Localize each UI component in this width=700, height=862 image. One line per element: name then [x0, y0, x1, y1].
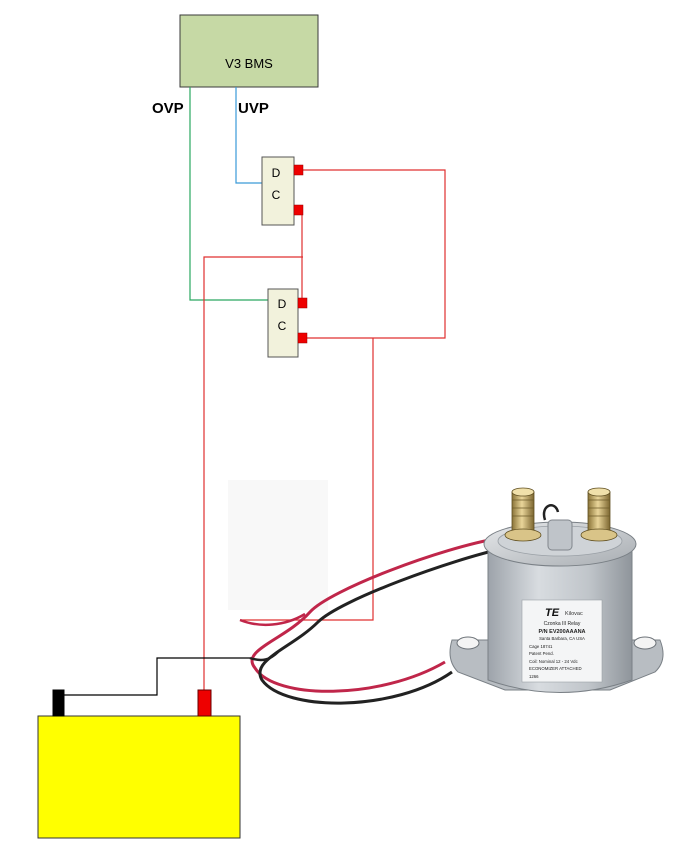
- stud-right: [580, 487, 618, 542]
- stud-left: [504, 487, 542, 542]
- relay-lower-letter-d: D: [278, 297, 287, 311]
- coil-lead-red-tail: [239, 612, 306, 626]
- photo-background: [228, 480, 328, 610]
- flange-hole-left: [456, 636, 480, 650]
- lower-relay-to-battery-positive: [203, 256, 303, 692]
- relay-lower-letter-c: C: [278, 319, 287, 333]
- contactor-brand: TE: [545, 607, 560, 619]
- contactor-line-8: 1266: [529, 674, 539, 679]
- relay-upper-terminal-bottom: [293, 204, 304, 216]
- coil-lead-red: [250, 536, 501, 693]
- contactor-line-7: ECONOMIZER ATTACHED: [529, 666, 582, 671]
- contactor: TE Kilovac Czonka III Relay P/N EV200AAA…: [228, 480, 664, 705]
- contactor-line-3: Santa Barbara, CA USA: [539, 636, 585, 641]
- relay-lower: D C: [267, 288, 308, 358]
- contactor-line-4: Cage 18741: [529, 644, 553, 649]
- battery-positive-terminal: [197, 689, 212, 717]
- relay-upper: D C: [261, 156, 304, 226]
- contactor-brand-sub: Kilovac: [565, 611, 583, 617]
- battery-body: [37, 715, 241, 839]
- battery: [37, 689, 241, 839]
- lower-relay-to-contactor-coil: [240, 338, 374, 621]
- uvp-label: UVP: [238, 100, 269, 117]
- red-control-wires: [203, 169, 446, 692]
- coil-lead-black-tail: [249, 651, 279, 662]
- relay-upper-body: [261, 156, 295, 226]
- contactor-line-5: Patent Pend.: [529, 651, 554, 656]
- contactor-label-plate: [521, 599, 603, 683]
- bms-label: V3 BMS: [225, 56, 273, 71]
- contactor-line-2: P/N EV200AAANA: [538, 629, 585, 635]
- uvp-signal-wire: [235, 87, 262, 184]
- relay-upper-terminal-top: [293, 164, 304, 176]
- relay-lower-body: [267, 288, 299, 358]
- bms-module: V3 BMS: [179, 14, 319, 88]
- contactor-line-6: Coil: Nominal 12 - 24 Vdc: [529, 659, 579, 664]
- ovp-signal-wire: [189, 87, 268, 301]
- bms-box: [179, 14, 319, 88]
- relay-lower-terminal-top: [297, 297, 308, 309]
- ovp-label: OVP: [152, 100, 184, 117]
- relay-upper-letter-d: D: [272, 166, 281, 180]
- coil-wire-loop: [542, 504, 560, 521]
- contactor-line-1: Czonka III Relay: [544, 621, 581, 627]
- upper-relay-top-to-right-loop: [302, 169, 446, 339]
- battery-negative-wire: [58, 657, 250, 696]
- relay-upper-letter-c: C: [272, 188, 281, 202]
- contactor-center-boss: [547, 519, 573, 551]
- relay-lower-terminal-bottom: [297, 332, 308, 344]
- flange-hole-right: [633, 636, 657, 650]
